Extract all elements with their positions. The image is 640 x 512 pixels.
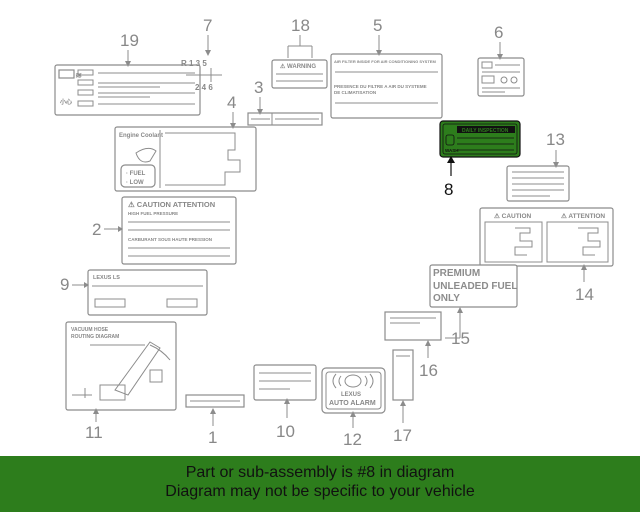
label-9[interactable]: LEXUS LS — [87, 269, 208, 316]
label-10[interactable] — [253, 364, 317, 401]
callout-14-number: 14 — [575, 285, 594, 304]
label-17[interactable] — [392, 349, 414, 401]
svg-text:小心: 小心 — [59, 98, 72, 106]
air-filter-fr2: DE CLIMATISATION — [334, 90, 376, 95]
label-6[interactable] — [477, 57, 525, 97]
engine-coolant-text: Engine Coolant — [119, 133, 163, 139]
callout-12[interactable]: 12 — [343, 413, 362, 449]
callout-7-number: 7 — [203, 16, 212, 35]
callout-3-number: 3 — [254, 78, 263, 97]
callout-16[interactable]: 16 — [419, 342, 438, 380]
label-12[interactable]: LEXUS AUTO ALARM — [321, 367, 386, 414]
callout-1-number: 1 — [208, 428, 217, 447]
callout-9[interactable]: 9 — [60, 275, 88, 294]
info-banner: Part or sub-assembly is #8 in diagram Di… — [0, 456, 640, 512]
callout-2-number: 2 — [92, 220, 101, 239]
callout-18-number: 18 — [291, 16, 310, 35]
high-fuel-pressure-text: HIGH FUEL PRESSURE — [128, 211, 178, 216]
callout-19[interactable]: 19 — [120, 31, 139, 66]
label8-left-text: WASH — [445, 148, 459, 153]
carburant-text: CARBURANT SOUS HAUTE PRESSION — [128, 237, 212, 242]
callout-19-number: 19 — [120, 31, 139, 50]
callout-13[interactable]: 13 — [546, 130, 565, 166]
arrowheads — [84, 50, 587, 417]
air-filter-en: AIR FILTER INSIDE FOR AIR CONDITIONING S… — [334, 59, 436, 64]
label-2[interactable]: ⚠ CAUTION ATTENTION HIGH FUEL PRESSURE C… — [121, 196, 237, 265]
caution-attention-text: ⚠ CAUTION ATTENTION — [128, 200, 215, 209]
callout-5[interactable]: 5 — [373, 16, 382, 54]
vacuum-hose-text: VACUUM HOSE — [71, 327, 109, 333]
callout-10-number: 10 — [276, 422, 295, 441]
callout-8[interactable]: 8 — [444, 156, 455, 199]
label-18[interactable]: ⚠ WARNING — [271, 59, 328, 89]
label-4[interactable]: Engine Coolant · FUEL · LOW — [114, 126, 257, 192]
label-13[interactable] — [506, 165, 570, 202]
callout-7[interactable]: 7 — [203, 16, 212, 52]
label-8[interactable]: DAILY INSPECTION WASH — [439, 120, 521, 158]
auto-alarm-text: AUTO ALARM — [329, 400, 376, 407]
callout-6[interactable]: 6 — [494, 23, 503, 58]
callout-11[interactable]: 11 — [85, 410, 103, 442]
warning-text: ⚠ WARNING — [280, 63, 316, 70]
banner-line-1: Part or sub-assembly is #8 in diagram — [185, 464, 455, 481]
callout-12-number: 12 — [343, 430, 362, 449]
callout-5-number: 5 — [373, 16, 382, 35]
callout-17[interactable]: 17 — [393, 402, 412, 445]
callout-16-number: 16 — [419, 361, 438, 380]
routing-diagram-text: ROUTING DIAGRAM — [71, 334, 119, 340]
callout-10[interactable]: 10 — [276, 400, 295, 441]
attention-text: ⚠ ATTENTION — [561, 212, 605, 220]
fuel-text: · FUEL — [126, 171, 146, 177]
callout-6-number: 6 — [494, 23, 503, 42]
callout-9-number: 9 — [60, 275, 69, 294]
callout-17-number: 17 — [393, 426, 412, 445]
caution-text: ⚠ CAUTION — [494, 212, 532, 220]
lexus-ls-text: LEXUS LS — [93, 275, 120, 281]
banner-line-2: Diagram may not be specific to your vehi… — [165, 483, 475, 500]
callout-15[interactable]: 15 — [445, 309, 470, 348]
shift-pattern-top: R 1 3 5 — [181, 59, 207, 68]
label-14[interactable]: ⚠ CAUTION ⚠ ATTENTION — [479, 207, 614, 267]
low-text: · LOW — [126, 180, 144, 186]
callout-4-number: 4 — [227, 93, 236, 112]
callout-8-number: 8 — [444, 180, 453, 199]
label-19[interactable]: ⚠ ≡ ≋ 小心 — [54, 64, 201, 116]
premium-line3: ONLY — [433, 293, 460, 304]
air-filter-fr1: PRESENCE DU FILTRE A AIR DU SYSTEME — [334, 84, 427, 89]
label-1[interactable] — [185, 394, 245, 408]
callout-14[interactable]: 14 — [575, 266, 594, 304]
premium-line2: UNLEADED FUEL — [433, 281, 517, 292]
label-16[interactable] — [384, 311, 442, 341]
parts-diagram: ⚠ ≡ ≋ 小心 19 R 1 3 5 2 4 6 7 ⚠ WARNING 1 — [54, 16, 614, 449]
callout-2[interactable]: 2 — [92, 220, 122, 239]
premium-line1: PREMIUM — [433, 268, 480, 279]
shift-pattern-bottom: 2 4 6 — [195, 83, 213, 92]
callout-11-number: 11 — [85, 423, 103, 442]
label-11[interactable]: VACUUM HOSE ROUTING DIAGRAM — [65, 321, 177, 411]
callout-1[interactable]: 1 — [208, 410, 217, 447]
lexus-brand-text: LEXUS — [341, 392, 361, 398]
callout-15-number: 15 — [451, 329, 470, 348]
label-5[interactable]: AIR FILTER INSIDE FOR AIR CONDITIONING S… — [330, 53, 443, 119]
callout-3[interactable]: 3 — [254, 78, 263, 113]
callout-13-number: 13 — [546, 130, 565, 149]
label-3[interactable] — [247, 112, 323, 126]
callout-4[interactable]: 4 — [227, 93, 236, 127]
label-15[interactable]: PREMIUM UNLEADED FUEL ONLY — [429, 264, 518, 308]
label-7[interactable]: R 1 3 5 2 4 6 — [181, 59, 222, 92]
callout-18[interactable]: 18 — [287, 16, 313, 58]
label8-top-text: DAILY INSPECTION — [462, 128, 509, 134]
